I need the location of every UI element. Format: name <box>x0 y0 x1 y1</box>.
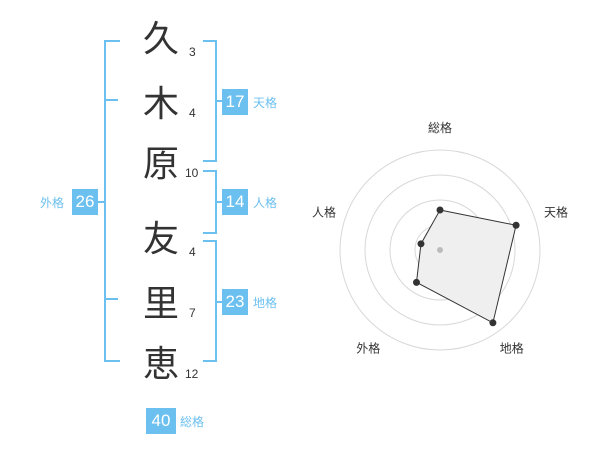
radar-data-area <box>415 209 517 324</box>
stroke-count-1: 3 <box>189 45 196 59</box>
jinkaku-badge: 14 <box>222 189 248 215</box>
radar-grid-ring <box>389 199 491 301</box>
radar-axis-label-4: 外格 <box>356 341 380 356</box>
stroke-count-3: 10 <box>185 166 199 180</box>
radar-grid-ring <box>414 224 466 276</box>
radar-point-2 <box>512 221 520 229</box>
radar-point-3 <box>489 319 497 327</box>
name-char-5: 里 <box>142 284 179 325</box>
name-char-3: 原 <box>142 144 179 185</box>
name-char-4: 友 <box>142 219 179 260</box>
name-char-6: 恵 <box>142 344 179 385</box>
stroke-count-5: 7 <box>189 306 196 320</box>
tenkaku-badge: 17 <box>222 89 248 115</box>
chikaku-badge: 23 <box>222 289 248 315</box>
gaikaku-bracket-tick-2 <box>104 298 118 300</box>
radar-axis-label-3: 地格 <box>500 341 524 356</box>
stroke-count-6: 12 <box>185 367 199 381</box>
radar-point-5 <box>417 240 425 248</box>
stroke-count-2: 4 <box>189 106 196 120</box>
name-char-2: 木 <box>142 84 179 125</box>
gaikaku-label: 外格 <box>40 196 65 210</box>
jinkaku-bracket-connector <box>215 201 222 203</box>
chikaku-label: 地格 <box>253 296 278 310</box>
radar-center <box>437 247 443 253</box>
gaikaku-bracket-tick-1 <box>104 99 118 101</box>
tenkaku-label: 天格 <box>253 96 278 110</box>
soukaku-label: 総格 <box>180 415 205 429</box>
tenkaku-bracket-connector <box>215 100 222 102</box>
gaikaku-bracket-connector <box>97 201 105 203</box>
gaikaku-bracket <box>104 40 120 362</box>
soukaku-badge: 40 <box>146 408 176 434</box>
radar-axis-label-5: 人格 <box>312 204 336 219</box>
stroke-count-4: 4 <box>189 245 196 259</box>
radar-point-1 <box>436 206 444 214</box>
radar-grid-ring <box>364 174 516 326</box>
name-char-1: 久 <box>142 19 179 60</box>
radar-axis-label-1: 総格 <box>428 120 452 135</box>
jinkaku-label: 人格 <box>253 196 278 210</box>
radar-grid-ring <box>339 149 541 351</box>
radar-axis-label-2: 天格 <box>544 204 568 219</box>
gaikaku-badge: 26 <box>72 189 98 215</box>
radar-point-4 <box>412 278 420 286</box>
chikaku-bracket-connector <box>215 301 222 303</box>
